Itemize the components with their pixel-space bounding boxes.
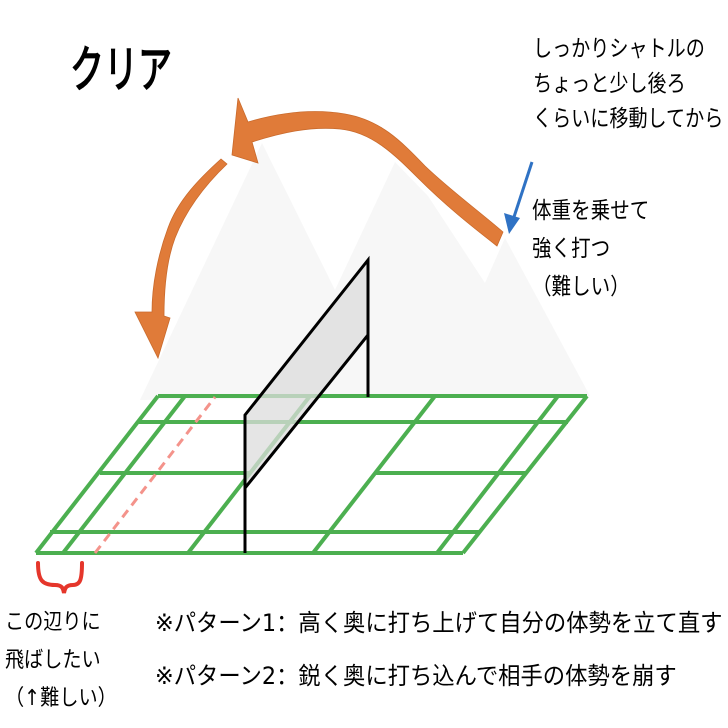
movement-line-3: くらいに移動してから xyxy=(533,106,724,132)
court-back-boundary-left xyxy=(34,394,160,555)
power-line-2: 強く打つ xyxy=(532,236,611,262)
court-long-service-line-right xyxy=(435,394,560,555)
power-annotation: 体重を乗せて 強く打つ （難しい） xyxy=(532,192,670,306)
pattern-notes: ※パターン1：高く奥に打ち上げて自分の体勢を立て直す ※パターン2：鋭く奥に打ち… xyxy=(155,597,728,703)
diagram-title: クリア xyxy=(70,40,220,100)
shot-trajectory-arrow-upper-icon xyxy=(231,97,504,247)
pattern-note-1: ※パターン1：高く奥に打ち上げて自分の体勢を立て直す xyxy=(155,609,723,637)
target-brace-icon xyxy=(36,561,84,594)
title-text: クリア xyxy=(70,41,172,99)
power-line-3: （難しい） xyxy=(532,274,630,300)
target-line-1: この辺りに xyxy=(5,610,101,635)
movement-annotation: しっかりシャトルの ちょっと少し後ろ くらいに移動してから xyxy=(533,32,728,137)
movement-line-2: ちょっと少し後ろ xyxy=(533,71,686,97)
court-back-boundary-right xyxy=(461,394,589,555)
court-long-service-line-left xyxy=(61,394,187,555)
target-annotation: この辺りに 飛ばしたい （↑難しい） xyxy=(5,604,133,718)
badminton-court xyxy=(34,394,589,555)
court-short-service-line-right xyxy=(311,394,437,555)
pattern-note-2: ※パターン2：鋭く奥に打ち込んで相手の体勢を崩す xyxy=(155,662,677,690)
shot-trajectory-arrow-lower-icon xyxy=(134,158,228,360)
pointer-arrow-icon xyxy=(504,161,534,234)
power-line-1: 体重を乗せて xyxy=(532,198,650,224)
movement-line-1: しっかりシャトルの xyxy=(533,36,705,62)
net xyxy=(243,255,370,553)
target-line-3: （↑難しい） xyxy=(5,686,117,711)
target-zone-dashed-line xyxy=(93,396,217,554)
pointer-arrow-shaft xyxy=(511,161,534,221)
pointer-arrow-head xyxy=(504,213,520,234)
target-line-2: 飛ばしたい xyxy=(5,648,101,673)
